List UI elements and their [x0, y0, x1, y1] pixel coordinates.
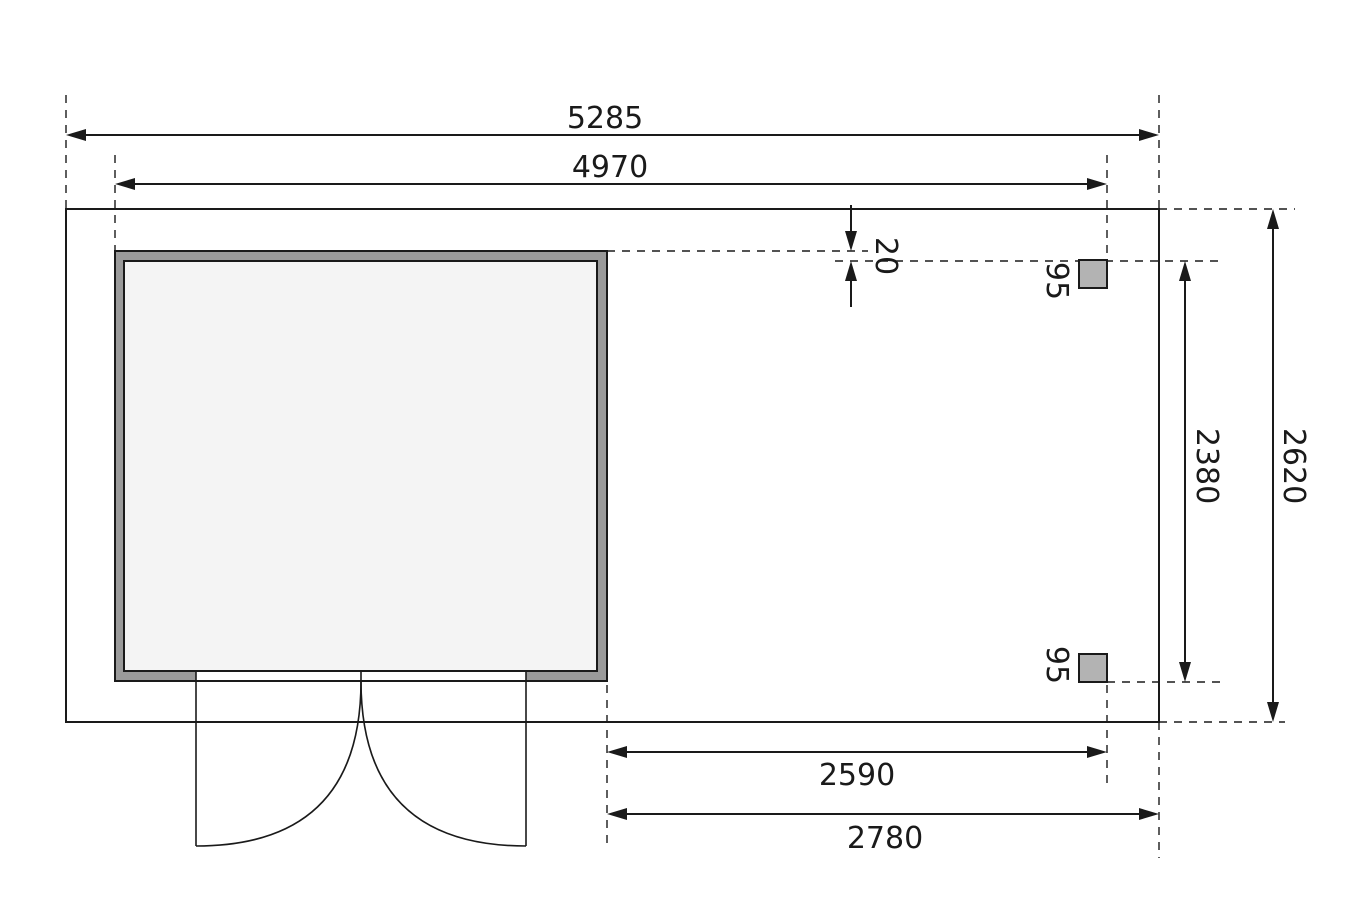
label-2620: 2620 — [1276, 428, 1311, 504]
dimension-overall-depth: 2620 — [1267, 209, 1311, 722]
post-bottom — [1078, 653, 1108, 683]
post-top — [1078, 259, 1108, 289]
label-4970: 4970 — [572, 150, 648, 185]
cabin-floor — [123, 260, 598, 672]
label-95-bottom: 95 — [1039, 646, 1074, 684]
dimension-inner-width: 4970 — [115, 150, 1107, 190]
dimension-overall-width: 5285 — [66, 101, 1159, 141]
label-2780: 2780 — [847, 821, 923, 856]
label-95-top: 95 — [1039, 262, 1074, 300]
cabin — [114, 250, 608, 682]
extension-lines — [65, 95, 1295, 858]
label-5285: 5285 — [567, 101, 643, 136]
dimension-canopy-width-outer: 2780 — [607, 808, 1159, 856]
label-20: 20 — [868, 237, 903, 275]
dimension-canopy-depth: 2380 — [1179, 261, 1224, 682]
dimension-offset: 20 — [845, 205, 903, 307]
label-2380: 2380 — [1189, 428, 1224, 504]
double-door — [195, 671, 527, 847]
label-2590: 2590 — [819, 758, 895, 793]
base-outline — [65, 208, 1160, 723]
dimension-canopy-width-inner: 2590 — [607, 746, 1107, 793]
